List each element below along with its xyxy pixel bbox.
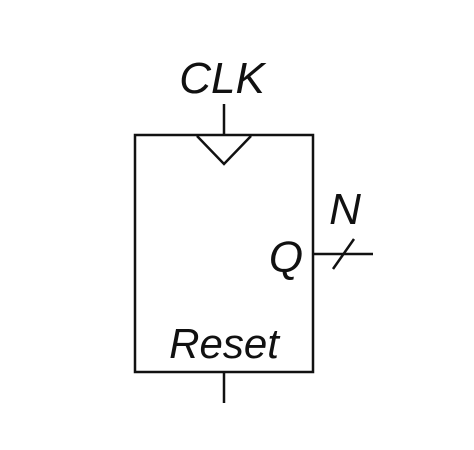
- reset-label: Reset: [169, 320, 281, 367]
- bus-width-slash: [331, 238, 356, 270]
- output-label: Q: [269, 233, 303, 282]
- clock-edge-triangle-icon: [196, 135, 252, 166]
- clock-label: CLK: [179, 54, 266, 103]
- bus-width-label: N: [329, 185, 361, 234]
